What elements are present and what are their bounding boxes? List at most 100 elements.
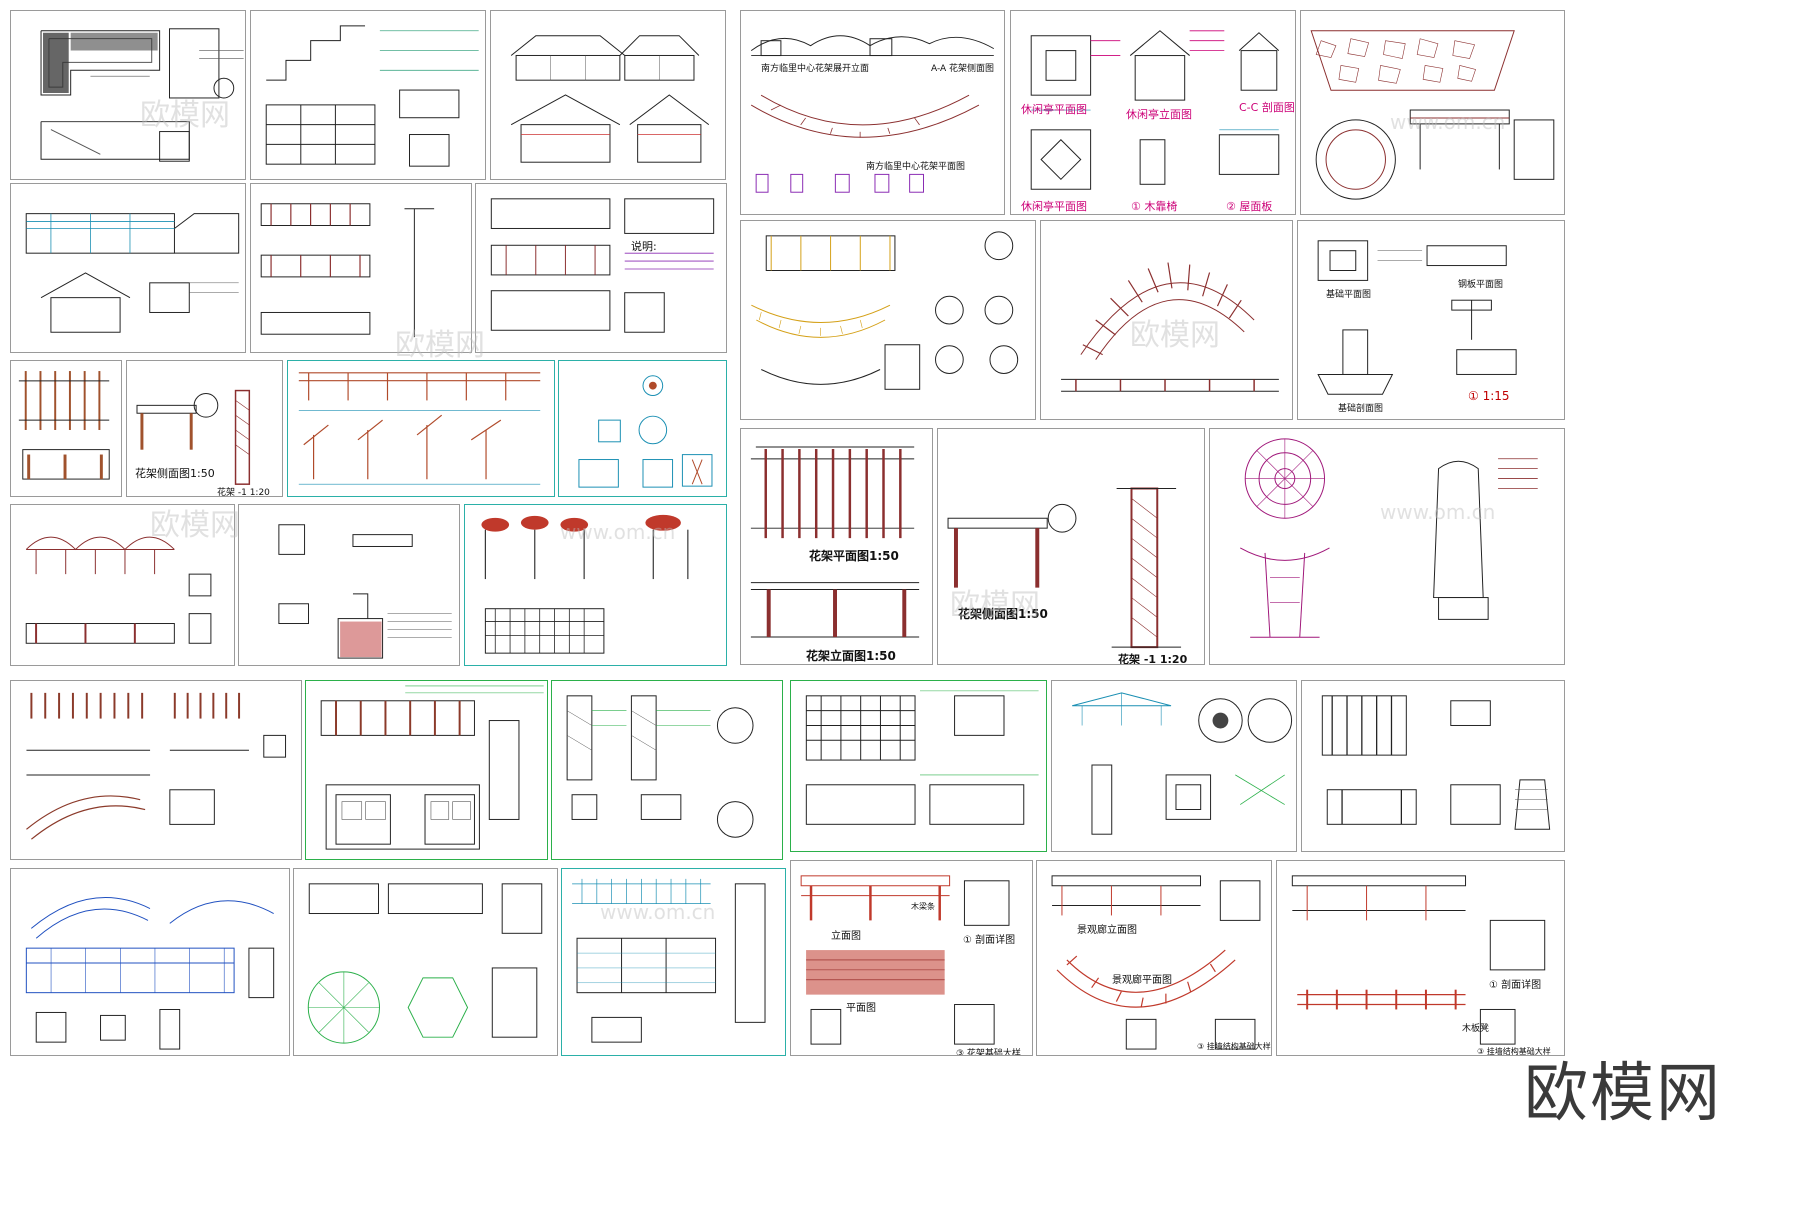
cad-linework xyxy=(1030,30,1280,190)
drawing-sheet-stone-wall-arch xyxy=(1300,10,1565,215)
detail-b-caption: ③ 挂墙结构基础大样 xyxy=(1197,1042,1271,1051)
cad-linework xyxy=(1317,240,1517,395)
cad-linework xyxy=(260,203,435,338)
drawing-sheet-fence-expanded: 南方临里中心花架展开立面 南方临里中心花架平面图 A-A 花架侧面图 xyxy=(740,10,1005,215)
detail-a-caption: ③ 花架基础大样 xyxy=(956,1049,1021,1056)
drawing-sheet-round-pavilion xyxy=(1051,680,1297,852)
drawing-sheet-circular-plan xyxy=(293,868,558,1056)
drawing-sheet-green-columns xyxy=(551,680,783,860)
drawing-sheet-umbrella-tower xyxy=(1209,428,1565,665)
drawing-sheet-rack-plan: 花架平面图1:50 花架立面图1:50 xyxy=(740,428,933,665)
drawing-sheet-square-rack xyxy=(1301,680,1565,852)
cad-linework xyxy=(278,524,452,659)
cad-linework xyxy=(1061,262,1279,392)
small-rack-side-caption: 花架侧面图1:50 xyxy=(135,467,215,480)
found-section-caption: 基础剖面图 xyxy=(1338,404,1384,414)
rack-elev-caption: 花架立面图1:50 xyxy=(806,649,896,663)
drawing-sheet-radial-pergola xyxy=(1040,220,1293,420)
cad-linework xyxy=(750,446,920,638)
drawing-sheet-landscape-corridor: 景观廊立面图 景观廊平面图 ③ 挂墙结构基础大样 xyxy=(1036,860,1272,1056)
fence-plan-caption: 南方临里中心花架平面图 xyxy=(866,162,966,172)
rack-detail-caption: 花架 -1 1:20 xyxy=(1118,653,1188,665)
cad-linework xyxy=(800,875,1010,1045)
pav-front-caption: 休闲亭立面图 xyxy=(1126,108,1192,121)
cad-linework xyxy=(307,883,543,1044)
cad-linework xyxy=(578,375,713,488)
drawing-sheet-footing-details xyxy=(238,504,460,666)
wood-board-caption: 木板凳 xyxy=(1462,1024,1490,1034)
cad-linework xyxy=(1321,695,1551,830)
sec-b-caption: ① 剖面详图 xyxy=(963,935,1016,946)
fence-elev-caption: 南方临里中心花架展开立面 xyxy=(761,64,870,74)
drawing-sheet-pergola-elevation xyxy=(10,183,246,353)
drawing-sheet-wood-rack-plans xyxy=(10,680,302,860)
cad-linework xyxy=(298,372,541,485)
cad-linework xyxy=(566,695,754,838)
cad-linework xyxy=(265,25,479,167)
drawing-sheet-foundation-steel: 基础平面图 钢板平面图 基础剖面图 ① 1:15 xyxy=(1297,220,1565,420)
cad-linework xyxy=(40,28,244,162)
pav-top-caption: 休闲亭平面图 xyxy=(1021,103,1087,116)
drawing-sheet-pergola-notes: 说明: xyxy=(475,183,727,353)
rack-plan-caption: 花架平面图1:50 xyxy=(809,549,899,563)
drawing-sheet-arched-fence xyxy=(10,504,235,666)
cad-linework xyxy=(572,878,766,1043)
wood-bench-caption: ① 木靠椅 xyxy=(1131,200,1178,213)
drawing-sheet-vine-trellis xyxy=(464,504,727,666)
cad-linework xyxy=(25,536,212,644)
view-plan-caption: 景观廊平面图 xyxy=(1112,975,1172,986)
cad-linework xyxy=(18,371,110,480)
cad-linework xyxy=(947,487,1182,649)
pav-bottom-caption: 休闲亭平面图 xyxy=(1021,200,1087,213)
cad-linework xyxy=(1072,692,1293,835)
drawing-sheet-small-rack xyxy=(10,360,122,497)
cad-linework xyxy=(1291,875,1546,1045)
brand-logo-text: 欧模网 xyxy=(1524,1057,1722,1131)
drawing-sheet-stair-step xyxy=(250,10,486,180)
drawing-sheet-column-details xyxy=(558,360,727,497)
cad-linework xyxy=(751,231,1019,390)
steel-plan-caption: 钢板平面图 xyxy=(1458,280,1504,290)
section-aa-caption: A-A 花架侧面图 xyxy=(931,64,995,74)
cad-linework xyxy=(26,692,287,840)
drawing-sheet-corner-planter xyxy=(10,10,246,180)
cad-linework xyxy=(805,690,1039,825)
cad-linework xyxy=(320,685,544,850)
cad-linework xyxy=(1310,30,1555,200)
drawing-sheet-pergola-plan-sections xyxy=(250,183,472,353)
drawing-sheet-grid-pergola xyxy=(790,680,1047,852)
rack-side-caption: 花架侧面图1:50 xyxy=(958,607,1048,621)
drawing-sheet-pavilion-sections xyxy=(490,10,726,180)
drawing-sheet-teal-pergola-series xyxy=(287,360,555,497)
drawing-sheet-rack-side: 花架侧面图1:50 花架 -1 1:20 xyxy=(126,360,283,497)
sec-c-caption: ① 剖面详图 xyxy=(1489,980,1542,991)
wood-beam-caption: 木梁条 xyxy=(911,902,935,911)
drawing-sheet-teal-fence-panels xyxy=(561,868,786,1056)
cad-linework xyxy=(490,198,715,333)
cad-linework xyxy=(136,389,251,485)
cad-linework xyxy=(25,213,240,333)
found-plan-caption: 基础平面图 xyxy=(1326,290,1372,300)
cad-linework xyxy=(750,35,995,193)
drawing-sheet-leisure-pavilion: 休闲亭平面图 休闲亭立面图 C-C 剖面图 休闲亭平面图 ① 木靠椅 ② 屋面板 xyxy=(1010,10,1296,215)
note-title: 说明: xyxy=(631,240,657,253)
drawing-sheet-corridor-section: ① 剖面详图 木板凳 ③ 挂墙结构基础大样 xyxy=(1276,860,1565,1056)
plan-b-caption: 平面图 xyxy=(846,1003,876,1014)
small-rack-detail-caption: 花架 -1 1:20 xyxy=(217,488,270,497)
cad-linework xyxy=(510,35,710,163)
cad-linework xyxy=(481,514,689,654)
drawing-sheet-curved-rack-blue xyxy=(10,868,290,1056)
drawing-sheet-rack-side-view: 花架侧面图1:50 花架 -1 1:20 xyxy=(937,428,1205,665)
cad-linework xyxy=(1240,438,1538,638)
scale-caption: ① 1:15 xyxy=(1468,389,1510,403)
view-elev-caption: 景观廊立面图 xyxy=(1077,925,1137,936)
cad-linework xyxy=(1051,875,1261,1050)
drawing-sheet-elev-plan-b: 立面图 平面图 ① 剖面详图 木梁条 ③ 花架基础大样 xyxy=(790,860,1033,1056)
drawing-sheet-curved-bench xyxy=(740,220,1036,420)
cad-linework xyxy=(25,897,275,1050)
roof-board-caption: ② 屋面板 xyxy=(1226,200,1273,213)
elev-b-caption: 立面图 xyxy=(831,931,861,942)
detail-c-caption: ③ 挂墙结构基础大样 xyxy=(1477,1047,1551,1056)
drawing-sheet-green-pillar xyxy=(305,680,548,860)
sec-cc-caption: C-C 剖面图 xyxy=(1239,101,1295,114)
